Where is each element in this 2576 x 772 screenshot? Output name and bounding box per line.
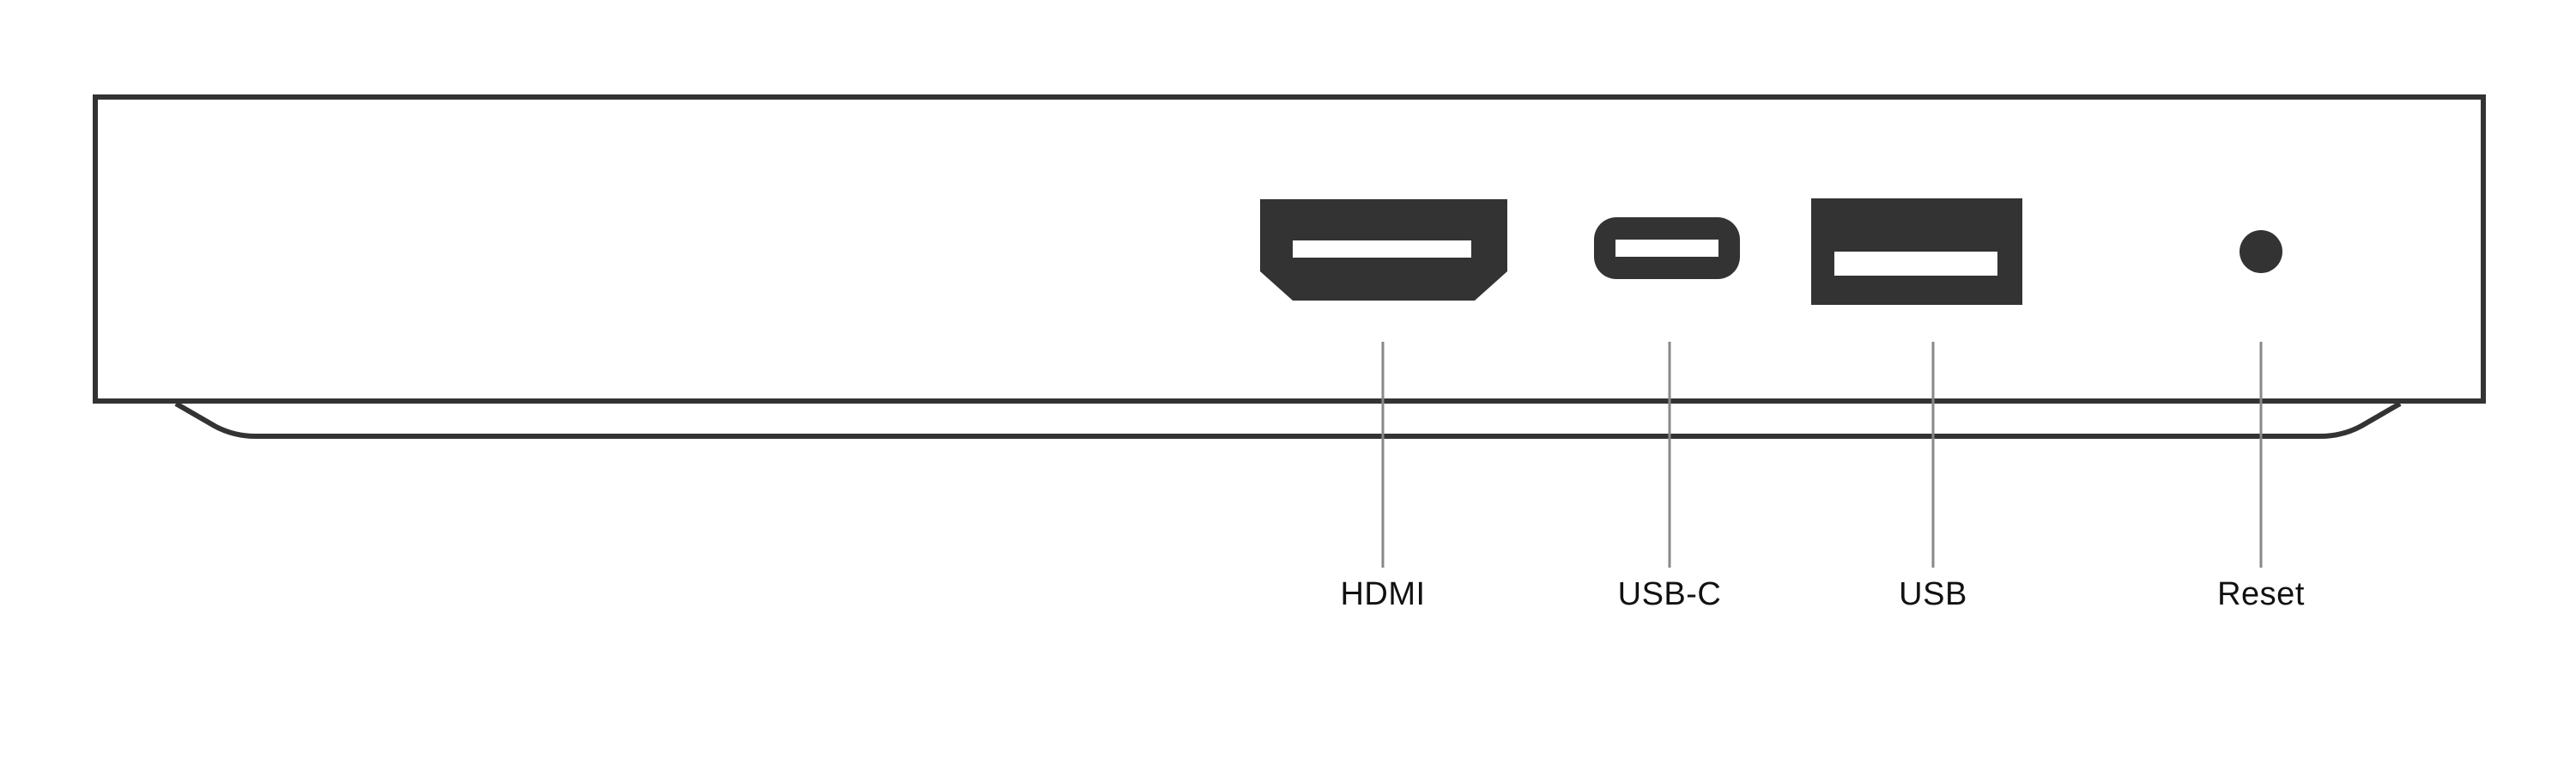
usb-c-slot <box>1615 240 1718 257</box>
device-base-outline <box>174 401 2402 439</box>
hdmi-slot <box>1293 240 1471 258</box>
hdmi-port-icon <box>1260 199 1507 301</box>
reset-button-icon <box>2240 230 2282 273</box>
usb-c-port-icon <box>1594 217 1740 279</box>
usb-a-port-icon <box>1811 198 2022 305</box>
usb-a-slot <box>1834 252 1997 276</box>
reset-label: Reset <box>2217 576 2305 612</box>
usb-c-label: USB-C <box>1617 576 1722 612</box>
usb-label: USB <box>1899 576 1967 612</box>
hdmi-label: HDMI <box>1340 576 1426 612</box>
